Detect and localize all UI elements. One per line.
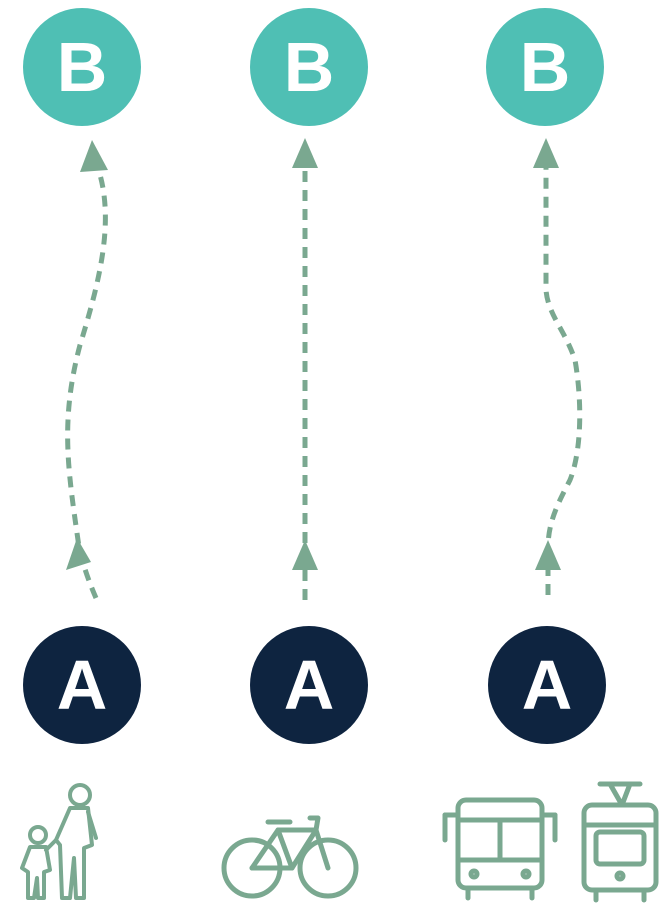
transit-path xyxy=(543,168,583,595)
origin-a-walking: A xyxy=(23,626,141,744)
destination-label: B xyxy=(56,28,108,106)
destination-b-cycling: B xyxy=(250,8,368,126)
bicycle-icon xyxy=(221,815,359,899)
origin-label: A xyxy=(56,646,108,724)
walking-arrow-lower xyxy=(66,538,91,570)
pedestrians-icon xyxy=(20,783,98,900)
origin-a-transit: A xyxy=(488,626,606,744)
destination-b-walking: B xyxy=(23,8,141,126)
walking-path xyxy=(65,167,108,599)
transit-arrow-upper xyxy=(533,138,559,168)
cycling-arrow-lower xyxy=(292,540,318,570)
origin-label: A xyxy=(521,646,573,724)
origin-a-cycling: A xyxy=(250,626,368,744)
tram-icon xyxy=(581,781,659,903)
cycling-arrow-upper xyxy=(292,138,318,168)
origin-label: A xyxy=(283,646,335,724)
transit-arrow-lower xyxy=(535,540,561,570)
bus-icon xyxy=(442,797,558,901)
destination-label: B xyxy=(519,28,571,106)
destination-label: B xyxy=(283,28,335,106)
destination-b-transit: B xyxy=(486,8,604,126)
walking-arrow-upper xyxy=(80,140,108,172)
